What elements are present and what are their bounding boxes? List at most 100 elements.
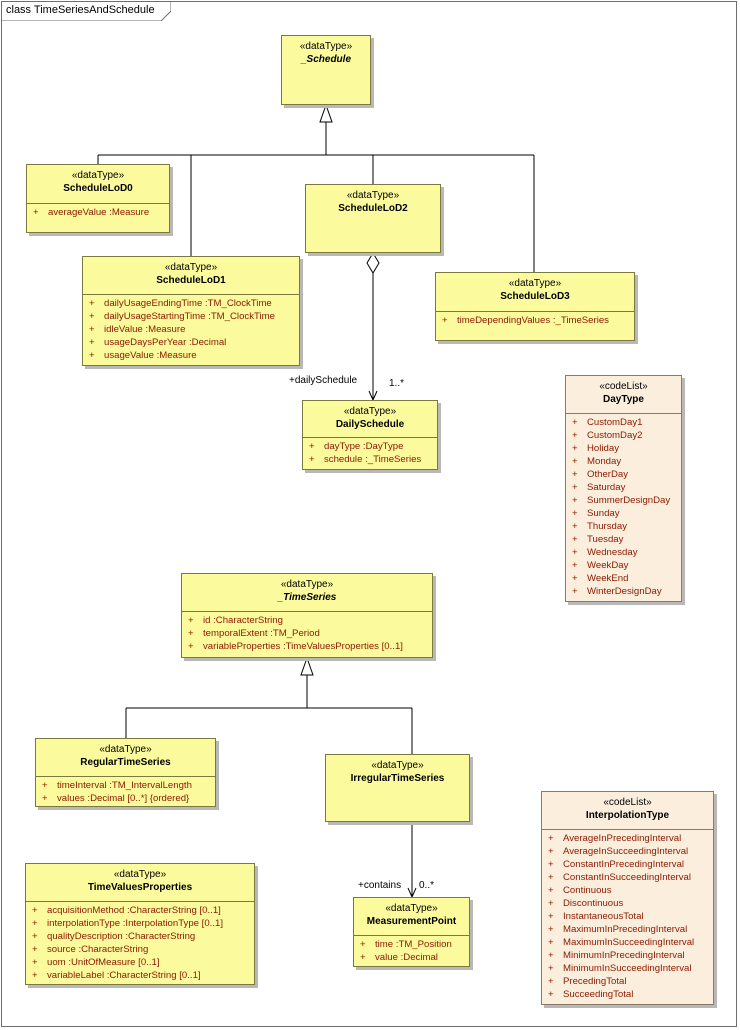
attribute-row: +id :CharacterString: [188, 615, 283, 626]
class-regular-timeseries[interactable]: «dataType» RegularTimeSeries +timeInterv…: [35, 738, 216, 807]
class-timeseries[interactable]: «dataType» _TimeSeries +id :CharacterStr…: [181, 573, 433, 658]
attribute-row: +values :Decimal [0..*] {ordered}: [42, 793, 190, 804]
enum-literal: +Monday: [572, 456, 622, 467]
enum-literal: +Tuesday: [572, 534, 624, 545]
aggregation-diamond: [366, 252, 380, 274]
enum-literal: +Continuous: [548, 885, 612, 896]
attribute-row: +schedule :_TimeSeries: [309, 454, 422, 465]
class-irregular-timeseries[interactable]: «dataType» IrregularTimeSeries: [325, 754, 470, 822]
stereotype-label: «dataType»: [346, 190, 400, 201]
class-schedule-lod2[interactable]: «dataType» ScheduleLoD2: [305, 184, 441, 253]
multiplicity-label-contains: 0..*: [419, 880, 435, 891]
class-name: MeasurementPoint: [366, 916, 457, 927]
enum-literal: +WeekEnd: [572, 573, 629, 584]
class-name: _Schedule: [300, 54, 352, 65]
attribute-row: +dayType :DayType: [309, 441, 404, 452]
generalization-arrowhead: [300, 656, 314, 676]
attribute-row: +acquisitionMethod :CharacterString [0..…: [32, 905, 221, 916]
enum-literal: +AverageInPrecedingInterval: [548, 833, 682, 844]
attribute-row: +source :CharacterString: [32, 944, 149, 955]
enum-literal: +MaximumInPrecedingInterval: [548, 924, 688, 935]
attribute-row: +qualityDescription :CharacterString: [32, 931, 196, 942]
enum-literal: +Holiday: [572, 443, 619, 454]
class-name: ScheduleLoD0: [63, 183, 133, 194]
frame-title: class TimeSeriesAndSchedule: [6, 4, 155, 16]
enum-literal: +Thursday: [572, 521, 627, 532]
enum-literal: +WinterDesignDay: [572, 586, 662, 597]
enum-literal: +WeekDay: [572, 560, 629, 571]
enum-literal: +SummerDesignDay: [572, 495, 671, 506]
class-schedule-lod0[interactable]: «dataType» ScheduleLoD0 +averageValue :M…: [26, 164, 170, 233]
enum-literal: +CustomDay1: [572, 417, 643, 428]
attribute-row: +temporalExtent :TM_Period: [188, 628, 320, 639]
generalization-schedule: [97, 103, 535, 272]
enum-literal: +InstantaneousTotal: [548, 911, 644, 922]
enum-literal: +SucceedingTotal: [548, 989, 634, 1000]
attribute-row: +timeInterval :TM_IntervalLength: [42, 780, 192, 791]
class-name: DailySchedule: [335, 419, 405, 430]
enum-literal: +Wednesday: [572, 547, 638, 558]
stereotype-label: «dataType»: [71, 170, 125, 181]
role-label-daily-schedule: +dailySchedule: [289, 375, 358, 386]
attribute-row: +time :TM_Position: [360, 939, 452, 950]
class-name: ScheduleLoD2: [338, 203, 408, 214]
role-label-contains: +contains: [358, 880, 402, 891]
class-name: InterpolationType: [585, 810, 670, 821]
attribute-row: +dailyUsageStartingTime :TM_ClockTime: [89, 311, 275, 322]
attribute-row: +interpolationType :InterpolationType [0…: [32, 918, 223, 929]
class-name: DayType: [603, 394, 644, 405]
enum-literal: +MinimumInSucceedingInterval: [548, 963, 692, 974]
class-name: _TimeSeries: [277, 592, 337, 603]
class-name: IrregularTimeSeries: [350, 773, 445, 784]
stereotype-label: «dataType»: [385, 903, 438, 914]
aggregation-dailyschedule: [366, 252, 380, 402]
enum-literal: +AverageInSucceedingInterval: [548, 846, 689, 857]
class-schedule-lod3[interactable]: «dataType» ScheduleLoD3 +timeDependingVa…: [435, 272, 635, 341]
association-measurementpoint: [407, 822, 417, 899]
stereotype-label: «codeList»: [603, 797, 652, 808]
enum-literal: +MinimumInPrecedingInterval: [548, 950, 685, 961]
attribute-row: +variableLabel :CharacterString [0..1]: [32, 970, 201, 981]
stereotype-label: «dataType»: [164, 262, 218, 273]
class-time-values-properties[interactable]: «dataType» TimeValuesProperties +acquisi…: [25, 863, 255, 985]
attribute-row: +uom :UnitOfMeasure [0..1]: [32, 957, 160, 968]
class-name: ScheduleLoD1: [156, 275, 226, 286]
attribute-row: +usageValue :Measure: [89, 350, 197, 361]
stereotype-label: «dataType»: [508, 278, 562, 289]
stereotype-label: «dataType»: [343, 406, 397, 417]
attribute-row: +averageValue :Measure: [33, 207, 150, 218]
stereotype-label: «dataType»: [113, 869, 167, 880]
generalization-timeseries: [125, 656, 413, 754]
attribute-row: +idleValue :Measure: [89, 324, 186, 335]
generalization-arrowhead: [319, 103, 333, 123]
enum-literal: +MaximumInSucceedingInterval: [548, 937, 695, 948]
attribute-row: +variableProperties :TimeValuesPropertie…: [188, 641, 403, 652]
enum-literal: +Saturday: [572, 482, 626, 493]
class-daily-schedule[interactable]: «dataType» DailySchedule +dayType :DayTy…: [302, 400, 438, 470]
class-schedule[interactable]: «dataType» _Schedule: [281, 35, 371, 105]
enum-literal: +PrecedingTotal: [548, 976, 627, 987]
class-name: TimeValuesProperties: [87, 882, 193, 893]
class-schedule-lod1[interactable]: «dataType» ScheduleLoD1 +dailyUsageEndin…: [82, 256, 300, 366]
stereotype-label: «dataType»: [99, 744, 152, 755]
stereotype-label: «dataType»: [299, 41, 353, 52]
class-name: ScheduleLoD3: [500, 291, 570, 302]
attribute-row: +timeDependingValues :_TimeSeries: [442, 315, 609, 326]
frame-title-tab: [1, 1, 171, 21]
enum-literal: +Sunday: [572, 508, 620, 519]
enum-literal: +ConstantInPrecedingInterval: [548, 859, 685, 870]
enum-literal: +CustomDay2: [572, 430, 643, 441]
multiplicity-label-daily-schedule: 1..*: [389, 378, 405, 389]
codelist-daytype[interactable]: «codeList» DayType +CustomDay1 +CustomDa…: [565, 375, 682, 602]
enum-literal: +ConstantInSucceedingInterval: [548, 872, 691, 883]
stereotype-label: «dataType»: [280, 579, 334, 590]
attribute-row: +dailyUsageEndingTime :TM_ClockTime: [89, 298, 272, 309]
class-measurement-point[interactable]: «dataType» MeasurementPoint +time :TM_Po…: [353, 897, 470, 967]
attribute-row: +usageDaysPerYear :Decimal: [89, 337, 227, 348]
codelist-interpolationtype[interactable]: «codeList» InterpolationType +AverageInP…: [541, 791, 714, 1005]
enum-literal: +Discontinuous: [548, 898, 624, 909]
class-name: RegularTimeSeries: [80, 757, 171, 768]
stereotype-label: «codeList»: [599, 381, 648, 392]
